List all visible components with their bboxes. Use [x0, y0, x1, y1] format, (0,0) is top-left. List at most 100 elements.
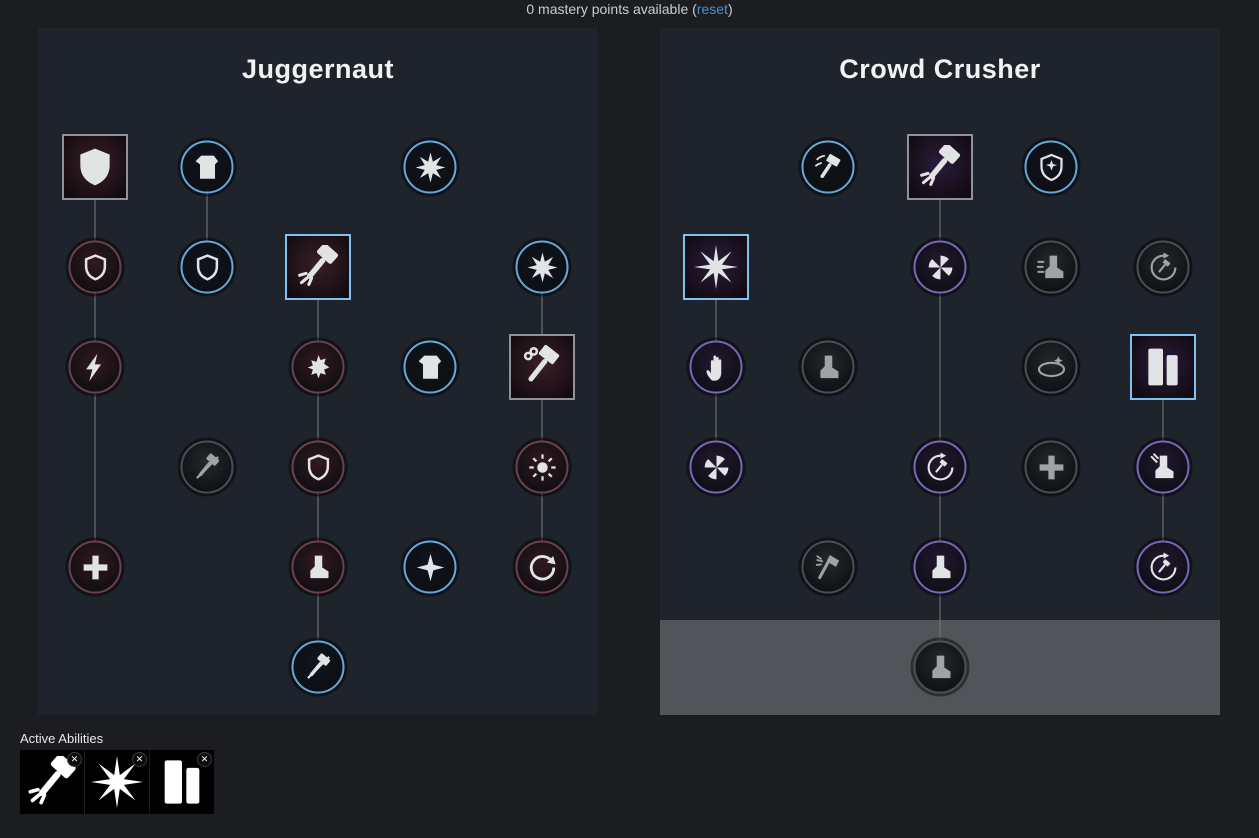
skill-node-hammer-orbit[interactable] — [1136, 240, 1190, 294]
gear-icon — [307, 354, 329, 378]
skill-node-star4[interactable] — [403, 540, 457, 594]
shield-outline-icon — [307, 453, 329, 481]
skill-link — [94, 267, 96, 367]
shield-outline-icon — [84, 253, 106, 281]
skill-node-hammer-orbit[interactable] — [1136, 540, 1190, 594]
skill-link — [939, 567, 941, 667]
skill-node-burst8[interactable] — [515, 240, 569, 294]
skill-node-pillar[interactable] — [1130, 334, 1196, 400]
skill-node-boot[interactable] — [913, 640, 967, 694]
chest-icon — [195, 155, 218, 179]
skill-node-burst8[interactable] — [403, 140, 457, 194]
hammer-orbit-icon — [1150, 552, 1176, 580]
skill-node-gear[interactable] — [291, 340, 345, 394]
skill-node-hammer-throw[interactable] — [801, 140, 855, 194]
remove-ability-button[interactable]: ✕ — [132, 752, 147, 767]
pillar-icon — [1148, 348, 1178, 386]
chest-icon — [418, 355, 441, 379]
shield-outline-icon — [196, 253, 218, 281]
skill-node-boot-speed[interactable] — [1024, 240, 1078, 294]
explosion-icon — [694, 245, 738, 289]
active-ability-hammer-smash[interactable]: ✕ — [20, 750, 84, 814]
hammer-orbit-icon — [1150, 252, 1176, 280]
shield-burst-icon — [1039, 153, 1063, 181]
skill-node-chest[interactable] — [180, 140, 234, 194]
pillar-icon — [164, 760, 200, 804]
active-ability-pillar[interactable]: ✕ — [150, 750, 214, 814]
boot-strike-icon — [1150, 452, 1173, 478]
skill-link — [715, 367, 717, 467]
skill-node-sun[interactable] — [515, 440, 569, 494]
boot-icon — [309, 555, 328, 578]
skill-node-shield-outline[interactable] — [68, 240, 122, 294]
active-ability-explosion[interactable]: ✕ — [85, 750, 149, 814]
skill-node-hammer-smash[interactable] — [285, 234, 351, 300]
remove-ability-button[interactable]: ✕ — [67, 752, 82, 767]
skill-node-orbit[interactable] — [1024, 340, 1078, 394]
skill-node-shield-outline[interactable] — [180, 240, 234, 294]
skill-link — [715, 267, 717, 367]
skill-node-hammer-ban[interactable] — [180, 440, 234, 494]
skill-node-pinwheel[interactable] — [689, 440, 743, 494]
skill-node-bolt[interactable] — [68, 340, 122, 394]
skill-link — [1162, 467, 1164, 567]
burst8-icon — [527, 252, 557, 282]
skill-node-chest[interactable] — [403, 340, 457, 394]
boot-icon — [931, 655, 950, 678]
skill-link — [317, 567, 319, 667]
skill-link — [541, 467, 543, 567]
plus-icon — [1039, 455, 1063, 479]
mastery-points-text: 0 mastery points available — [526, 1, 689, 17]
pinwheel-icon — [928, 255, 952, 279]
skill-node-plus[interactable] — [1024, 440, 1078, 494]
hammer-smash-icon — [920, 145, 961, 186]
paren-close: ) — [727, 1, 733, 17]
active-abilities-section: Active Abilities ✕ ✕ ✕ — [20, 731, 214, 814]
skill-node-hammer-smash[interactable] — [907, 134, 973, 200]
mastery-panel-crowd-crusher: Crowd Crusher — [660, 28, 1220, 715]
skill-link — [939, 167, 941, 267]
hammer-smash-icon — [28, 756, 76, 805]
hammer-ban-icon — [195, 452, 219, 479]
skill-node-hammer-orbit[interactable] — [913, 440, 967, 494]
hand-icon — [706, 354, 721, 381]
spin-icon — [529, 554, 556, 580]
hammer-smash-icon — [298, 245, 339, 286]
skill-node-pinwheel[interactable] — [913, 240, 967, 294]
skill-node-shield-outline[interactable] — [291, 440, 345, 494]
skill-node-boot[interactable] — [291, 540, 345, 594]
panel-title: Juggernaut — [241, 54, 394, 84]
skill-node-axe-frost[interactable] — [801, 540, 855, 594]
skill-node-plus[interactable] — [68, 540, 122, 594]
skill-link — [206, 167, 208, 267]
skill-tree-field — [38, 28, 598, 715]
skill-link — [317, 467, 319, 567]
explosion-icon — [91, 756, 143, 808]
skill-node-boot[interactable] — [913, 540, 967, 594]
skill-link — [541, 267, 543, 367]
skill-link — [939, 467, 941, 567]
skill-node-shield[interactable] — [62, 134, 128, 200]
hammer-ban-icon — [306, 652, 330, 679]
remove-ability-button[interactable]: ✕ — [197, 752, 212, 767]
boot-icon — [931, 555, 950, 578]
skill-tree-field — [660, 28, 1220, 715]
mastery-points-header: 0 mastery points available (reset) — [0, 1, 1259, 17]
bolt-icon — [85, 353, 101, 381]
skill-node-hammer-chain[interactable] — [509, 334, 575, 400]
boot-icon — [819, 355, 838, 378]
active-abilities-label: Active Abilities — [20, 731, 104, 746]
reset-link[interactable]: reset — [696, 1, 728, 17]
plus-icon — [83, 555, 107, 579]
skill-node-explosion[interactable] — [683, 234, 749, 300]
skill-node-boot[interactable] — [801, 340, 855, 394]
skill-node-hammer-ban[interactable] — [291, 640, 345, 694]
star4-icon — [416, 553, 444, 581]
hammer-chain-icon — [523, 345, 560, 382]
skill-node-spin[interactable] — [515, 540, 569, 594]
panel-title: Crowd Crusher — [839, 54, 1041, 84]
skill-node-boot-strike[interactable] — [1136, 440, 1190, 494]
skill-node-shield-burst[interactable] — [1024, 140, 1078, 194]
skill-node-hand[interactable] — [689, 340, 743, 394]
skill-link — [317, 367, 319, 467]
